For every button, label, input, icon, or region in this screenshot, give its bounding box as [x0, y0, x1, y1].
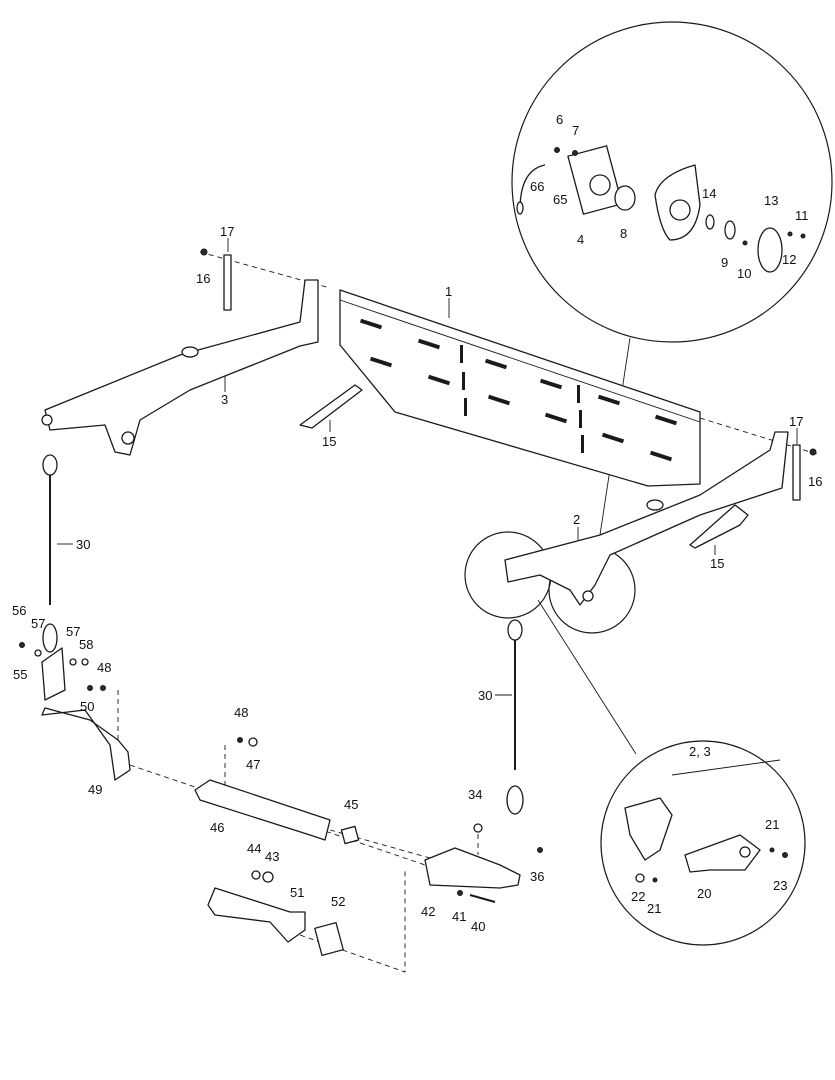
rod-part-30-left: [42, 454, 58, 653]
label-part-3: 3: [221, 392, 228, 407]
panel-part-1: [339, 289, 701, 487]
screw-part-16-left: [200, 248, 208, 256]
label-part-16-right: 16: [808, 474, 822, 489]
label-part-2-3: 2, 3: [689, 744, 711, 759]
washer-part-48-left: [100, 685, 106, 691]
bracket-part-42: [424, 847, 521, 889]
screw-part-16-right: [809, 448, 817, 456]
label-part-49: 49: [88, 782, 102, 797]
label-part-57-right: 57: [66, 624, 80, 639]
label-part-17-right: 17: [789, 414, 803, 429]
label-part-21-upper: 21: [765, 817, 779, 832]
label-part-65: 65: [553, 192, 567, 207]
label-part-58: 58: [79, 637, 93, 652]
label-part-14: 14: [702, 186, 716, 201]
nut-part-44: [251, 870, 261, 880]
assembly-line-right: [699, 417, 821, 456]
label-part-46: 46: [210, 820, 224, 835]
label-part-57-left: 57: [31, 616, 45, 631]
label-part-16-left: 16: [196, 271, 210, 286]
bolt-part-40: [469, 894, 496, 903]
label-part-40: 40: [471, 919, 485, 934]
label-part-43: 43: [265, 849, 279, 864]
label-part-10: 10: [737, 266, 751, 281]
label-part-12: 12: [782, 252, 796, 267]
label-part-55: 55: [13, 667, 27, 682]
nut-part-58: [81, 658, 89, 666]
wedge-part-15-right: [689, 504, 749, 549]
washer-part-41: [457, 890, 463, 896]
plate-part-45: [340, 825, 360, 845]
label-part-41: 41: [452, 909, 466, 924]
label-part-9: 9: [721, 255, 728, 270]
label-part-51: 51: [290, 885, 304, 900]
screw-part-36: [537, 847, 543, 853]
label-part-13: 13: [764, 193, 778, 208]
part-number-labels: 1 3 15 17 16 17 16 2 15 30 30 56 57 55 5…: [12, 112, 822, 934]
support-part-51: [207, 887, 306, 943]
label-part-45: 45: [344, 797, 358, 812]
arm-part-3: [41, 279, 319, 456]
label-part-30-left: 30: [76, 537, 90, 552]
label-part-11: 11: [795, 208, 809, 223]
label-part-23: 23: [773, 878, 787, 893]
strap-part-17-left: [223, 254, 232, 311]
wedge-part-15-left: [299, 384, 363, 429]
label-part-48-left: 48: [97, 660, 111, 675]
label-part-34: 34: [468, 787, 482, 802]
detail-lower-parts: [624, 759, 788, 883]
washer-part-57-left: [34, 649, 42, 657]
label-part-48-center: 48: [234, 705, 248, 720]
crossmember-part-46: [194, 779, 331, 841]
label-part-56: 56: [12, 603, 26, 618]
nut-part-34: [473, 823, 483, 833]
label-part-6: 6: [556, 112, 563, 127]
label-part-66: 66: [530, 179, 544, 194]
rod-part-30-right: [506, 619, 524, 815]
washer-part-43: [262, 871, 274, 883]
label-part-2: 2: [573, 512, 580, 527]
label-part-47: 47: [246, 757, 260, 772]
plate-part-52: [314, 921, 344, 957]
label-part-15-right: 15: [710, 556, 724, 571]
arm-part-2: [504, 431, 789, 606]
detail-circle-upper: [511, 21, 833, 343]
leader-lines: [57, 238, 798, 696]
label-part-44: 44: [247, 841, 261, 856]
strap-part-17-right: [792, 444, 801, 501]
screw-part-50: [87, 685, 93, 691]
washer-part-48-center: [237, 737, 243, 743]
bracket-part-49: [41, 707, 131, 781]
screw-part-56: [19, 642, 25, 648]
label-part-22: 22: [631, 889, 645, 904]
nut-part-47: [248, 737, 258, 747]
label-part-1: 1: [445, 284, 452, 299]
label-part-36: 36: [530, 869, 544, 884]
label-part-30-right: 30: [478, 688, 492, 703]
detail-upper-parts: [516, 145, 806, 273]
detail-leader-lower: [537, 599, 637, 755]
label-part-52: 52: [331, 894, 345, 909]
assembly-line-bottom: [299, 870, 406, 973]
label-part-21-lower: 21: [647, 901, 661, 916]
label-part-50: 50: [80, 699, 94, 714]
label-part-7: 7: [572, 123, 579, 138]
label-part-20: 20: [697, 886, 711, 901]
label-part-8: 8: [620, 226, 627, 241]
label-part-42: 42: [421, 904, 435, 919]
label-part-4: 4: [577, 232, 584, 247]
label-part-15-left: 15: [322, 434, 336, 449]
label-part-17-left: 17: [220, 224, 234, 239]
plate-part-55: [41, 647, 66, 701]
nut-part-57: [69, 658, 77, 666]
detail-circle-lower: [600, 740, 806, 946]
